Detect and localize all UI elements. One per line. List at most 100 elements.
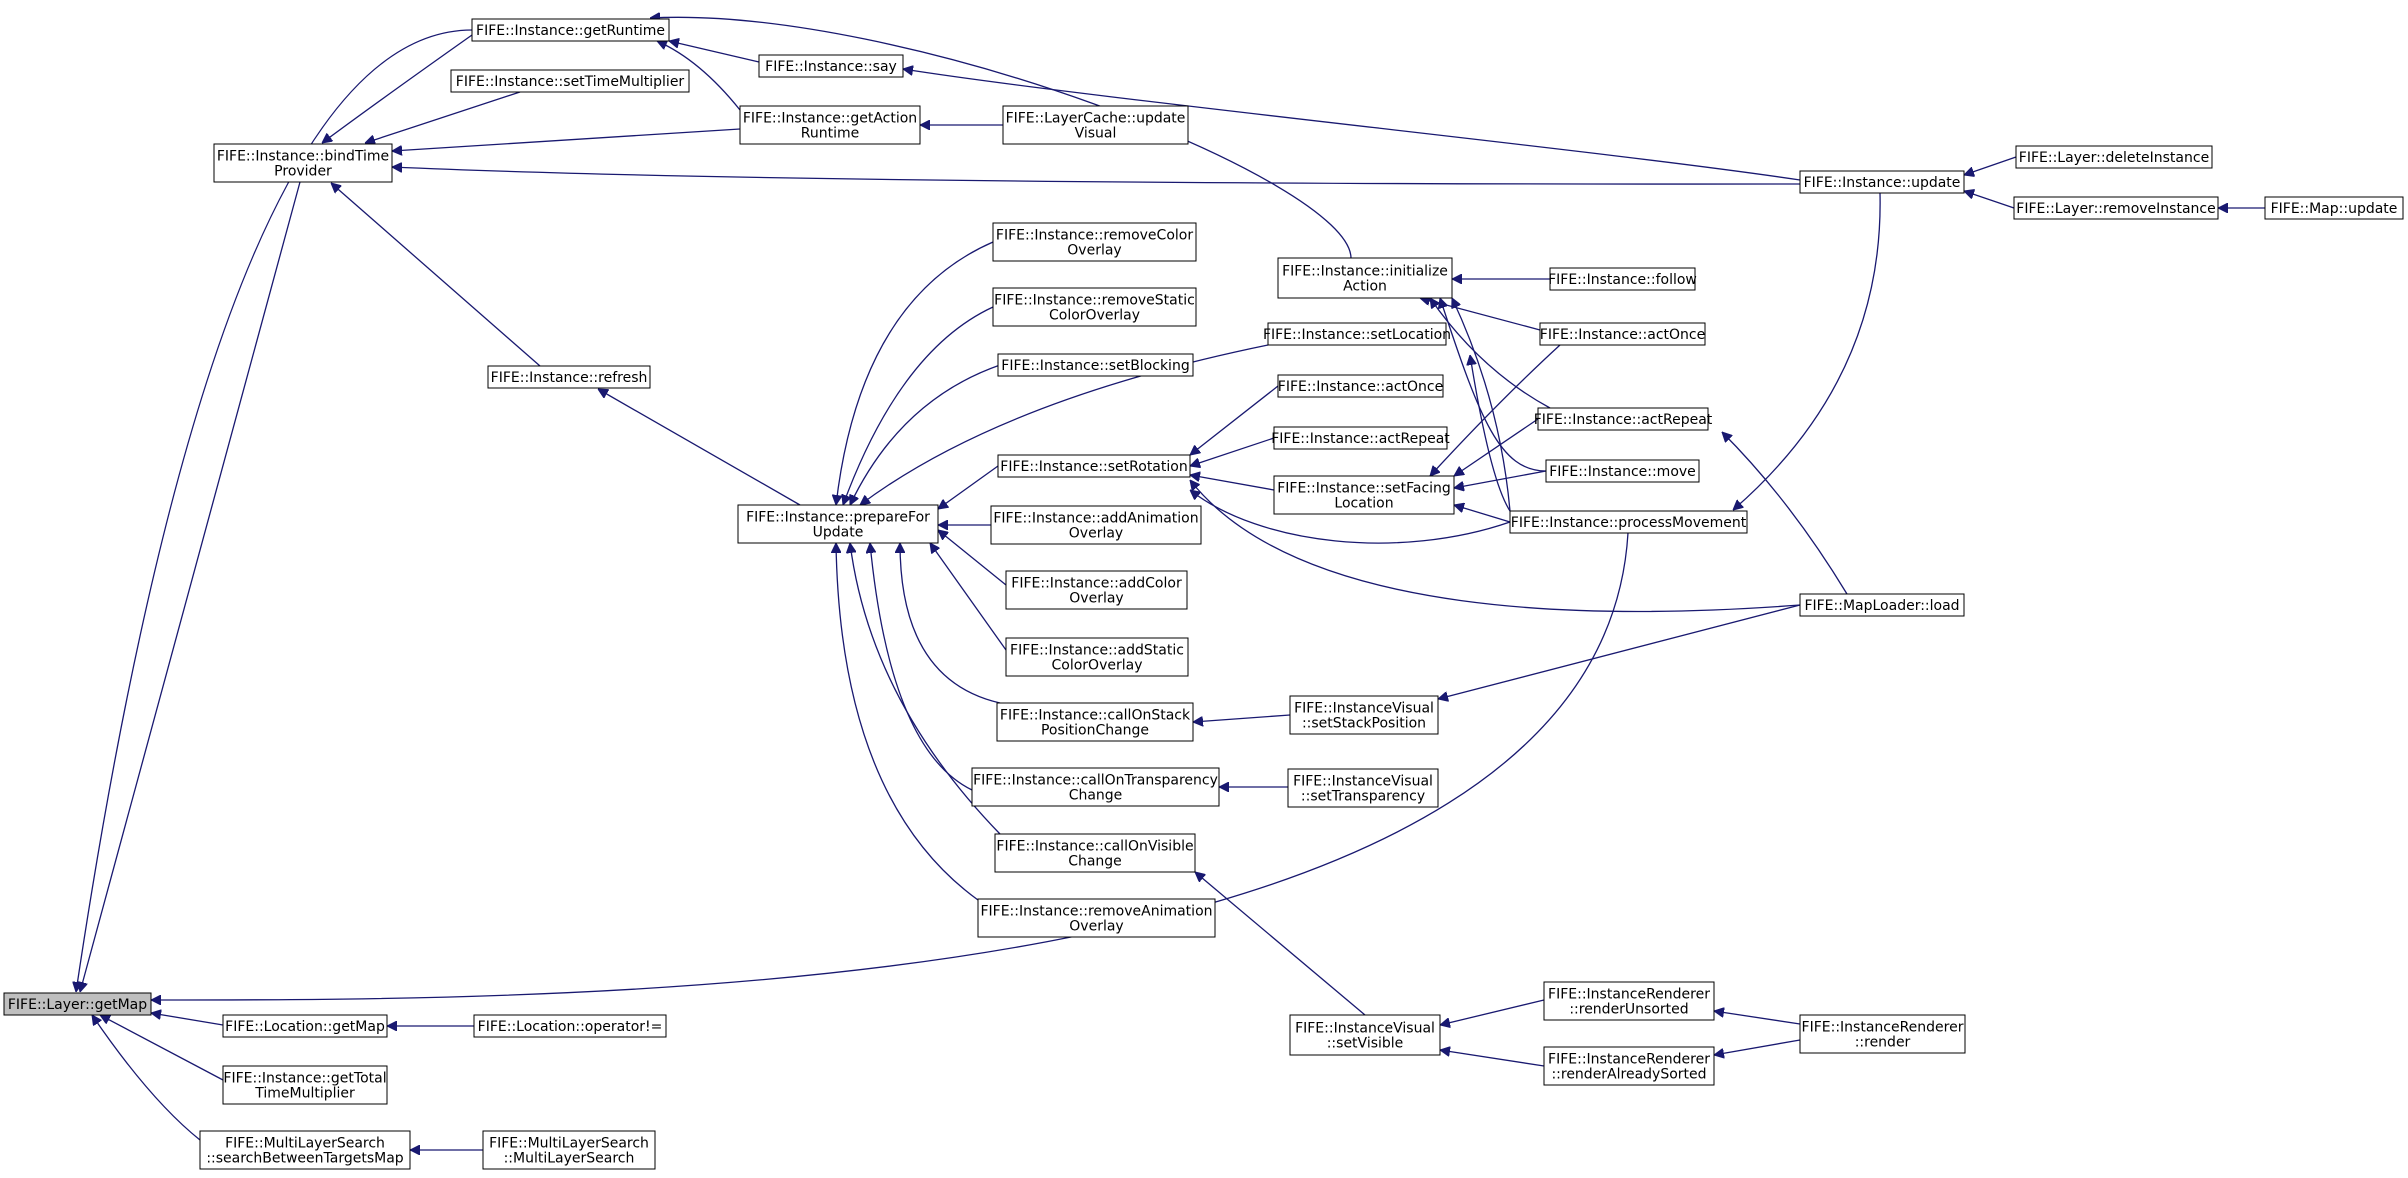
edge-n19-to-n20: [598, 388, 801, 506]
node-n27[interactable]: FIFE::InstanceVisual::setTransparency: [1287, 768, 1439, 808]
node-label: FIFE::Instance::getTotal: [223, 1071, 386, 1087]
node-box: [199, 1130, 411, 1170]
node-n45[interactable]: FIFE::MultiLayerSearch::searchBetweenTar…: [199, 1130, 411, 1170]
node-label: FIFE::Instance::setRotation: [1000, 459, 1187, 475]
node-n38[interactable]: FIFE::Instance::setRotation: [997, 454, 1191, 478]
node-n30[interactable]: FIFE::InstanceRenderer::renderAlreadySor…: [1543, 1046, 1715, 1086]
node-label: FIFE::InstanceRenderer: [1548, 987, 1710, 1003]
node-box: [992, 222, 1197, 262]
node-label: Change: [1069, 788, 1123, 804]
edge-n2-to-n18: [365, 91, 521, 143]
node-n32[interactable]: FIFE::InstanceRenderer::renderUnsorted: [1543, 981, 1715, 1021]
edge-n2-to-n11: [392, 167, 1801, 185]
node-label: FIFE::Instance::actRepeat: [1534, 412, 1713, 428]
node-label: FIFE::InstanceVisual: [1295, 1021, 1435, 1037]
node-box: [1543, 981, 1715, 1021]
node-label: FIFE::Instance::initialize: [1282, 264, 1448, 280]
node-box: [1267, 322, 1447, 346]
node-label: FIFE::Location::getMap: [225, 1019, 385, 1035]
node-n39[interactable]: FIFE::Instance::actOnce: [1277, 374, 1444, 398]
node-label: FIFE::Layer::removeInstance: [2016, 201, 2215, 217]
edge-n1-to-n42: [151, 1013, 224, 1026]
edge-n41-to-n5: [1430, 344, 1561, 476]
edge-n38-to-n40: [1190, 437, 1275, 466]
node-label: FIFE::Instance::addColor: [1011, 576, 1182, 592]
edge-n10-to-n11: [1733, 192, 1881, 510]
node-n19[interactable]: FIFE::Instance::refresh: [487, 365, 651, 389]
node-n9[interactable]: FIFE::Instance::move: [1545, 459, 1700, 483]
node-n12[interactable]: FIFE::Layer::deleteInstance: [2015, 145, 2213, 169]
node-n5[interactable]: FIFE::Instance::actOnce: [1539, 322, 1706, 346]
edge-n11-to-n12: [1964, 156, 2017, 175]
node-n7[interactable]: FIFE::MapLoader::load: [1799, 593, 1965, 617]
node-n37[interactable]: FIFE::Instance::setLocation: [1263, 322, 1451, 346]
node-n24[interactable]: FIFE::Instance::callOnStackPositionChang…: [996, 702, 1194, 742]
edge-n6-to-n7: [1722, 432, 1848, 595]
node-n14[interactable]: FIFE::Map::update: [2264, 196, 2404, 220]
node-n29[interactable]: FIFE::InstanceVisual::setVisible: [1289, 1014, 1441, 1056]
node-n1[interactable]: FIFE::Layer::getMap: [3, 992, 152, 1016]
node-n11[interactable]: FIFE::Instance::update: [1799, 170, 1965, 194]
edge-n20-to-n22: [938, 530, 1007, 586]
node-box: [482, 1130, 656, 1170]
edge-n24-to-n25: [1193, 714, 1291, 722]
edge-n29-to-n30: [1440, 1050, 1545, 1067]
edge-n3-to-n15: [657, 41, 741, 111]
node-box: [1005, 637, 1189, 677]
edge-n2-to-n15: [392, 128, 741, 151]
node-box: [2013, 196, 2219, 220]
node-n25[interactable]: FIFE::InstanceVisual::setStackPosition: [1289, 695, 1439, 735]
node-box: [3, 992, 152, 1016]
node-box: [1537, 407, 1709, 431]
node-n8[interactable]: FIFE::Instance::follow: [1548, 267, 1697, 291]
edge-n20-to-n24: [900, 543, 1001, 704]
node-n36[interactable]: FIFE::Instance::setBlocking: [997, 353, 1194, 377]
edge-n4-to-n9: [1440, 298, 1547, 472]
node-box: [1002, 105, 1189, 145]
node-n40[interactable]: FIFE::Instance::actRepeat: [1271, 426, 1450, 450]
node-label: FIFE::Instance::processMovement: [1511, 515, 1747, 531]
node-n6[interactable]: FIFE::Instance::actRepeat: [1534, 407, 1713, 431]
edge-n38-to-n7: [1190, 480, 1801, 613]
node-label: FIFE::Layer::getMap: [8, 997, 147, 1013]
node-n43[interactable]: FIFE::Location::operator!=: [473, 1014, 667, 1038]
node-label: FIFE::Instance::addAnimation: [993, 511, 1198, 527]
node-n46[interactable]: FIFE::MultiLayerSearch::MultiLayerSearch: [482, 1130, 656, 1170]
node-box: [450, 69, 690, 93]
node-label: FIFE::LayerCache::update: [1006, 111, 1186, 127]
node-label: FIFE::Instance::refresh: [491, 370, 648, 386]
node-n3[interactable]: FIFE::Instance::getRuntime: [471, 18, 670, 42]
edge-n38-to-n10: [1190, 490, 1511, 544]
node-box: [990, 505, 1202, 545]
node-n13[interactable]: FIFE::Layer::removeInstance: [2013, 196, 2219, 220]
node-label: FIFE::Instance::actRepeat: [1271, 431, 1450, 447]
node-box: [1799, 593, 1965, 617]
node-n31[interactable]: FIFE::InstanceRenderer::render: [1799, 1014, 1966, 1054]
edge-n1-to-n3: [76, 29, 473, 992]
node-n42[interactable]: FIFE::Location::getMap: [222, 1014, 388, 1038]
edge-n38-to-n41: [1190, 475, 1275, 491]
edge-n29-to-n32: [1440, 999, 1545, 1025]
edge-n20-to-n28: [850, 543, 1001, 835]
node-box: [1289, 1014, 1441, 1056]
node-n17[interactable]: FIFE::Instance::say: [758, 54, 904, 78]
edge-n1-to-n2: [80, 181, 301, 992]
node-n18[interactable]: FIFE::Instance::setTimeMultiplier: [450, 69, 690, 93]
edge-n41-to-n9: [1454, 470, 1547, 488]
node-n10[interactable]: FIFE::Instance::processMovement: [1509, 510, 1748, 534]
